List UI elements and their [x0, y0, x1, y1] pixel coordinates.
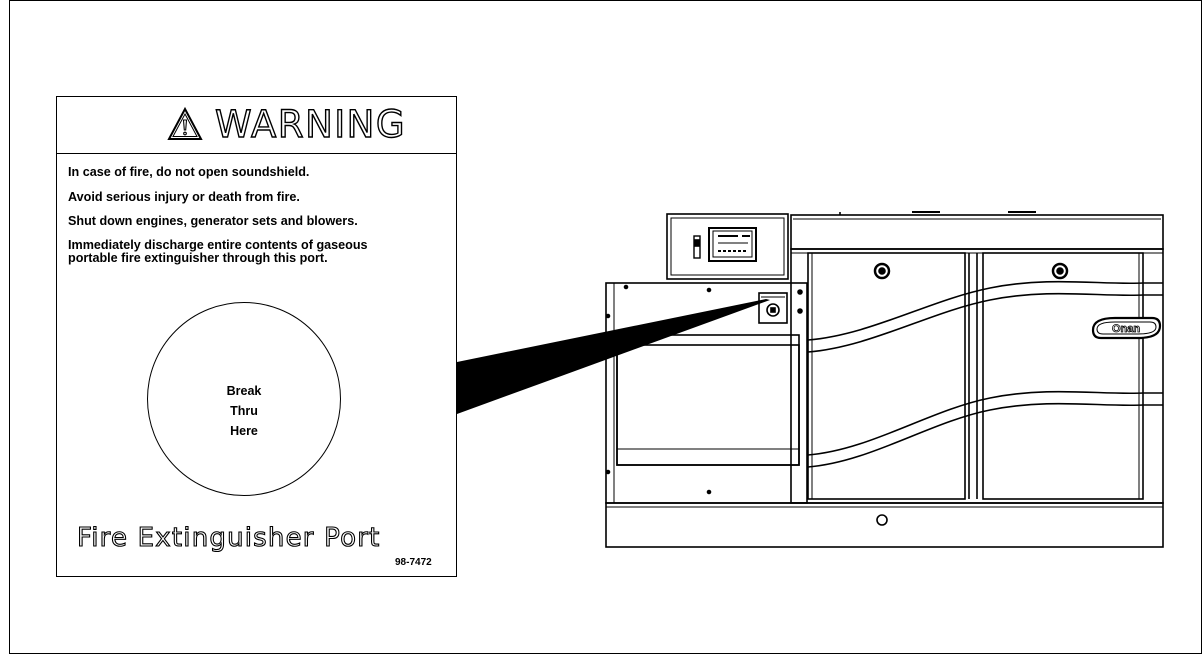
onan-logo: Onan — [1091, 316, 1162, 340]
logo-text: Onan — [1112, 323, 1140, 335]
door-left — [807, 252, 966, 500]
control-display — [708, 227, 757, 262]
warning-triangle-icon — [167, 107, 203, 140]
figure-frame — [9, 0, 1202, 654]
handle-left — [873, 262, 891, 280]
part-number: 98-7472 — [395, 557, 432, 568]
base-frame — [605, 502, 1164, 548]
control-box — [666, 213, 789, 280]
handle-right — [1051, 262, 1069, 280]
warning-line-3: Shut down engines, generator sets and bl… — [68, 214, 358, 228]
warning-header: WARNING — [57, 97, 456, 154]
warning-title: WARNING — [214, 102, 407, 146]
door-right — [982, 252, 1144, 500]
warning-line-4: Immediately discharge entire contents of… — [68, 238, 368, 252]
warning-line-2: Avoid serious injury or death from fire. — [68, 190, 300, 204]
warning-line-5: portable fire extinguisher through this … — [68, 251, 328, 265]
warning-label: WARNING In case of fire, do not open sou… — [56, 96, 457, 577]
warning-line-1: In case of fire, do not open soundshield… — [68, 165, 310, 179]
break-text-3: Here — [230, 424, 258, 438]
break-thru-circle: Break Thru Here — [147, 302, 341, 496]
break-text-1: Break — [226, 384, 262, 398]
lift-hole — [876, 514, 888, 526]
extinguisher-port — [758, 292, 788, 324]
break-text-2: Thru — [230, 404, 258, 418]
port-title: Fire Extinguisher Port — [76, 522, 381, 553]
top-housing — [790, 214, 1164, 250]
